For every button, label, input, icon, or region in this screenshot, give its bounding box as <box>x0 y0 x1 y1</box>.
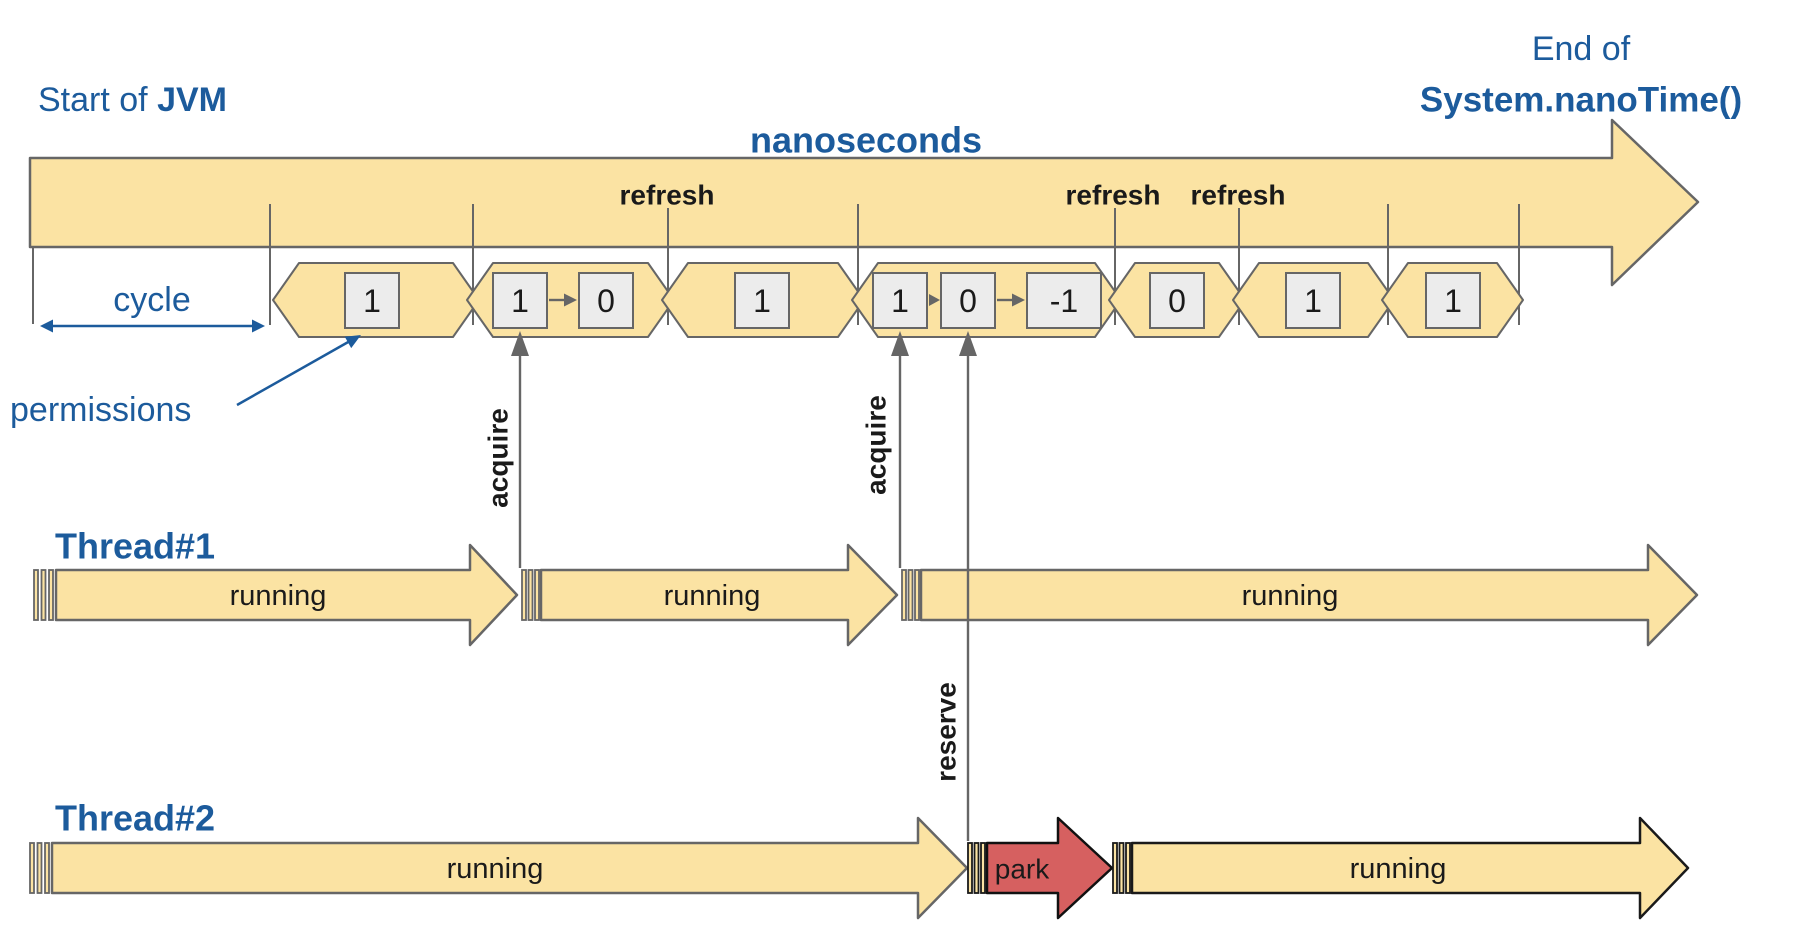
segment-start-marker <box>914 569 920 621</box>
cycle-label: cycle <box>113 281 190 319</box>
permissions-label: permissions <box>10 391 191 429</box>
reserve-arrow: reserve <box>931 331 977 841</box>
permission-box <box>578 272 634 329</box>
thread1-name: Thread#1 <box>55 526 215 567</box>
park-start-marker <box>973 842 980 894</box>
permissions-annotation: permissions <box>10 335 361 429</box>
permission-cycles: 1 1 0 1 1 0 -1 <box>272 262 1524 338</box>
reserve-arrow-head <box>959 331 977 356</box>
segment-start-marker <box>1112 842 1118 894</box>
permission-value: 0 <box>1168 283 1186 319</box>
thread2-name: Thread#2 <box>55 798 215 839</box>
segment-label: running <box>1350 853 1447 885</box>
segment-start-marker <box>44 842 50 894</box>
acquire-arrow-head <box>511 331 529 356</box>
permission-box <box>940 272 996 329</box>
segment-label: running <box>664 580 761 612</box>
segment-start-marker <box>521 569 527 621</box>
segment-start-marker <box>901 569 907 621</box>
permission-box <box>1026 272 1102 329</box>
permission-box <box>344 272 400 329</box>
cycle-span-arrow-right-head <box>252 319 265 333</box>
cycle-hexagon-6: 1 <box>1232 262 1395 338</box>
segment-start-marker <box>907 569 914 621</box>
thread2-running-segment-2 <box>1130 816 1690 920</box>
permission-value: 0 <box>959 283 977 319</box>
reserve-label: reserve <box>931 682 962 782</box>
segment-label: running <box>447 853 544 885</box>
refresh-label-1: refresh <box>620 180 715 211</box>
segment-start-marker <box>534 569 540 621</box>
refresh-label-3: refresh <box>1191 180 1286 211</box>
start-label-jvm: JVM <box>157 81 227 119</box>
nanoseconds-label: nanoseconds <box>750 120 982 161</box>
segment-start-marker <box>48 569 54 621</box>
cycle-hexagon-2: 1 0 <box>466 262 675 338</box>
permission-value: 0 <box>597 283 615 319</box>
cycle-hexagon-3: 1 <box>661 262 865 338</box>
park-start-marker <box>980 842 986 894</box>
transition-arrow-head <box>929 294 940 306</box>
segment-start-marker <box>527 569 534 621</box>
thread2-running-segment-1 <box>50 816 969 920</box>
permission-value: 1 <box>891 283 909 319</box>
segment-start-marker <box>36 842 43 894</box>
segment-label: running <box>230 580 327 612</box>
permission-box <box>734 272 790 329</box>
segment-label: running <box>1242 580 1339 612</box>
permissions-arrow-head <box>344 335 361 349</box>
end-label-line1: End of <box>1532 30 1631 68</box>
acquire-arrow-1: acquire <box>483 331 529 568</box>
start-of-jvm-label: Start of JVM <box>38 81 227 119</box>
permission-value: -1 <box>1050 283 1078 319</box>
permission-box <box>1285 272 1341 329</box>
transition-arrow-head <box>1012 293 1025 307</box>
cycle-hexagon-5: 0 <box>1108 262 1246 338</box>
start-label-prefix: Start of <box>38 81 157 119</box>
thread-2: Thread#2 running park running <box>29 798 1690 920</box>
permission-value: 1 <box>363 283 381 319</box>
thread1-running-segment-2 <box>539 543 899 647</box>
permission-box <box>1425 272 1481 329</box>
cycle-hexagon-4: 1 0 -1 <box>851 262 1122 338</box>
acquire-arrow-2: acquire <box>861 331 909 568</box>
permission-value: 1 <box>511 283 529 319</box>
acquire-label: acquire <box>861 395 892 495</box>
acquire-label: acquire <box>483 408 514 508</box>
permission-box <box>872 272 928 329</box>
thread1-running-segment-1 <box>54 543 519 647</box>
segment-label: park <box>995 854 1050 885</box>
end-label-line2: System.nanoTime() <box>1420 81 1742 120</box>
thread1-running-segment-3 <box>919 543 1699 647</box>
permissions-arrow-line <box>236 339 351 407</box>
permission-value: 1 <box>1444 283 1462 319</box>
segment-start-marker <box>33 569 39 621</box>
permission-box <box>492 272 548 329</box>
transition-arrow-head <box>564 293 577 307</box>
segment-start-marker <box>1118 842 1125 894</box>
timeline-axis: nanoseconds refresh refresh refresh <box>28 118 1700 325</box>
permission-value: 1 <box>753 283 771 319</box>
timeline-arrow <box>28 118 1700 287</box>
permission-value: 1 <box>1304 283 1322 319</box>
segment-start-marker <box>40 569 47 621</box>
segment-start-marker <box>29 842 35 894</box>
cycle-span-arrow-left-head <box>40 319 53 333</box>
refresh-label-2: refresh <box>1066 180 1161 211</box>
park-start-marker <box>967 842 973 894</box>
cycle-hexagon-1: 1 <box>272 262 480 338</box>
cycle-hexagon-7: 1 <box>1381 262 1524 338</box>
acquire-arrow-head <box>891 331 909 356</box>
thread2-park-segment <box>985 816 1114 920</box>
segment-start-marker <box>1125 842 1131 894</box>
cycle-annotation: cycle <box>32 248 265 333</box>
permission-box <box>1149 272 1205 329</box>
thread-1: Thread#1 running running running <box>33 526 1699 647</box>
